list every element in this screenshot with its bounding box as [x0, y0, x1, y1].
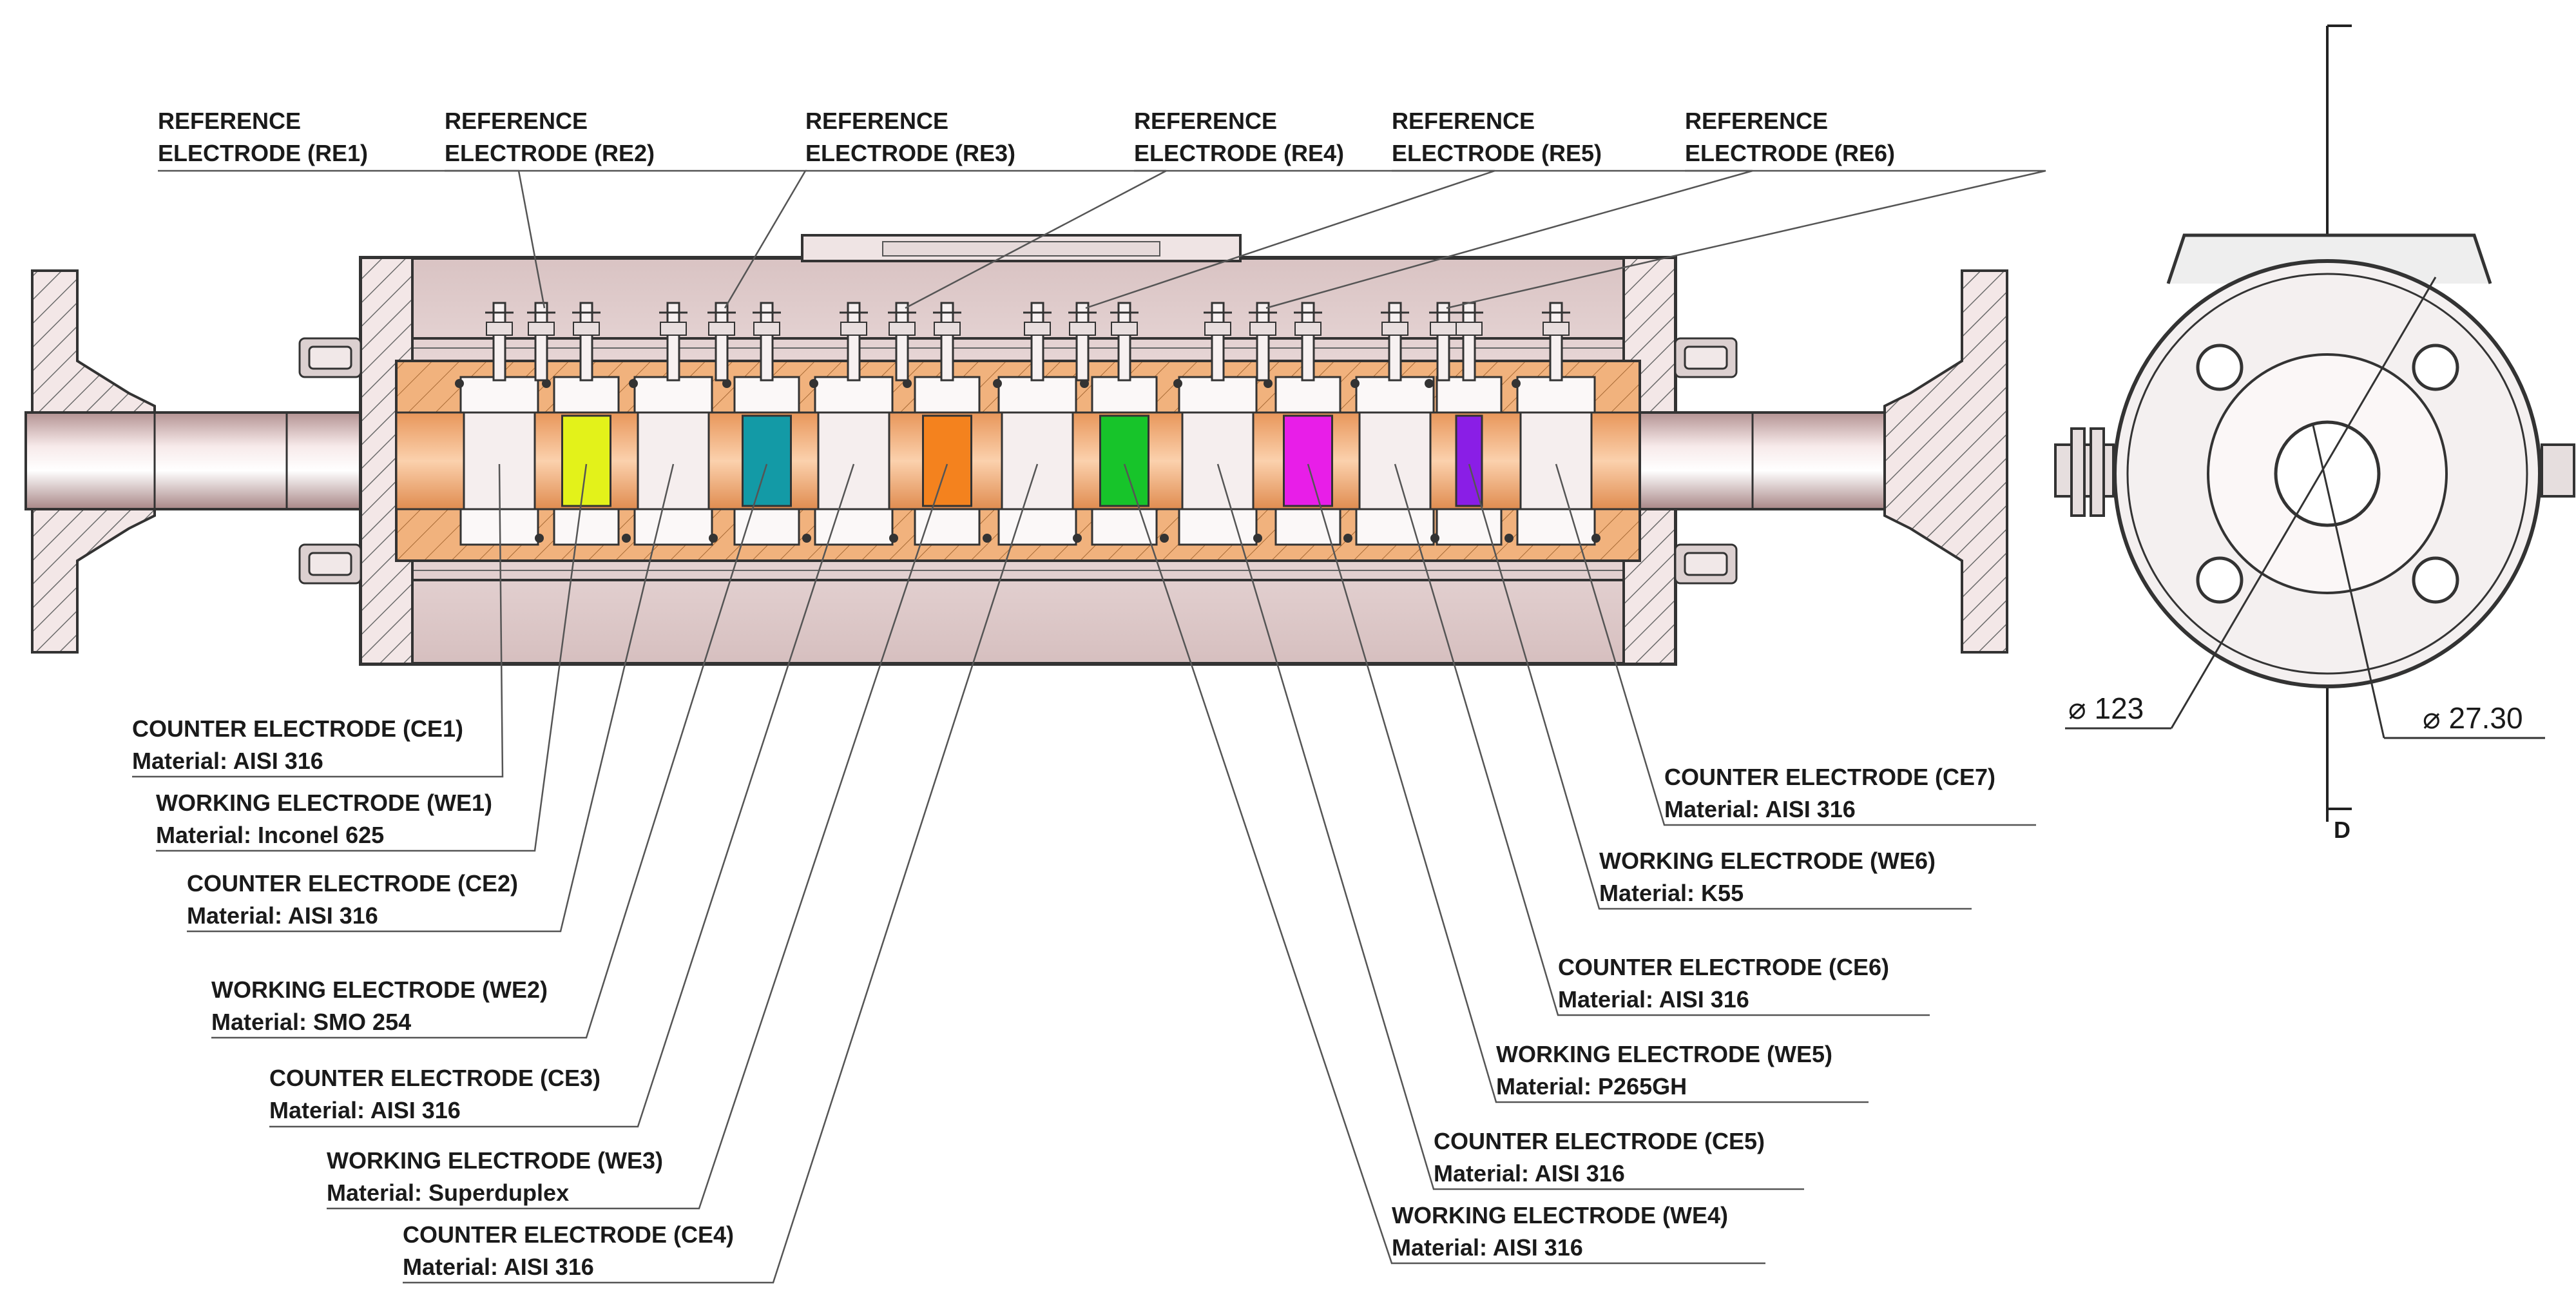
right-electrode-labels: COUNTER ELECTRODE (CE7) Material: AISI 3… — [1392, 764, 1995, 1261]
ce7-name: COUNTER ELECTRODE (CE7) — [1664, 764, 1995, 790]
probe-connector — [1381, 302, 1409, 382]
working-electrode-ring — [561, 414, 611, 507]
counter-electrode-ring — [637, 411, 710, 510]
ce1-material: Material: AISI 316 — [132, 748, 323, 774]
we6-name: WORKING ELECTRODE (WE6) — [1599, 848, 1936, 874]
reference-probes — [485, 302, 1570, 382]
ce5-material: Material: AISI 316 — [1434, 1160, 1625, 1187]
working-electrode-ring — [922, 414, 972, 507]
re3-label-line2: ELECTRODE (RE3) — [805, 140, 1015, 166]
probe-connector — [1249, 302, 1277, 382]
bolt-holes — [2196, 344, 2459, 604]
electrode-rings — [455, 376, 1600, 546]
probe-connector — [888, 302, 916, 382]
we4-name: WORKING ELECTRODE (WE4) — [1392, 1202, 1728, 1228]
counter-electrode-ring — [1358, 411, 1432, 510]
pipe-section-view — [24, 234, 2008, 666]
probe-connector — [572, 302, 601, 382]
probe-connector — [1542, 302, 1570, 382]
we5-name: WORKING ELECTRODE (WE5) — [1496, 1041, 1832, 1067]
clamp-ears — [2054, 427, 2575, 517]
probe-connector — [1110, 302, 1139, 382]
probe-connector — [527, 302, 555, 382]
probe-connector — [707, 302, 736, 382]
re6-label-line1: REFERENCE — [1685, 108, 1828, 134]
counter-electrode-ring — [1519, 411, 1593, 510]
probe-connector — [659, 302, 687, 382]
probe-connector — [485, 302, 514, 382]
counter-electrode-ring — [1181, 411, 1254, 510]
we2-name: WORKING ELECTRODE (WE2) — [211, 976, 548, 1003]
re2-label-line1: REFERENCE — [445, 108, 588, 134]
outer-diameter-label: ⌀ 123 — [2068, 692, 2144, 725]
left-pipe — [24, 411, 394, 510]
re2-label-line2: ELECTRODE (RE2) — [445, 140, 655, 166]
we4-material: Material: AISI 316 — [1392, 1234, 1583, 1261]
probe-connector — [1204, 302, 1232, 382]
probe-connector — [1023, 302, 1052, 382]
section-mark-label: D — [2334, 817, 2350, 843]
we1-material: Material: Inconel 625 — [156, 822, 384, 848]
we1-name: WORKING ELECTRODE (WE1) — [156, 790, 492, 816]
right-bolts — [1674, 337, 1738, 585]
re3-label-line1: REFERENCE — [805, 108, 948, 134]
re6-label-line2: ELECTRODE (RE6) — [1685, 140, 1895, 166]
probe-connector — [1294, 302, 1322, 382]
ce6-material: Material: AISI 316 — [1558, 986, 1749, 1013]
left-bolts — [298, 337, 362, 585]
ce2-name: COUNTER ELECTRODE (CE2) — [187, 870, 518, 897]
counter-electrode-ring — [1001, 411, 1074, 510]
re4-label-line1: REFERENCE — [1134, 108, 1277, 134]
probe-connector — [840, 302, 868, 382]
we2-material: Material: SMO 254 — [211, 1009, 411, 1035]
working-electrode-ring — [742, 414, 792, 507]
inner-diameter-label: ⌀ 27.30 — [2423, 701, 2523, 735]
re5-label-line1: REFERENCE — [1392, 108, 1535, 134]
working-electrode-ring — [1099, 414, 1149, 507]
probe-connector — [933, 302, 961, 382]
bore-circle — [2274, 420, 2381, 527]
re1-label-line1: REFERENCE — [158, 108, 301, 134]
probe-connector — [1455, 302, 1483, 382]
ce1-name: COUNTER ELECTRODE (CE1) — [132, 715, 463, 742]
counter-electrode-ring — [817, 411, 890, 510]
ce6-name: COUNTER ELECTRODE (CE6) — [1558, 954, 1889, 980]
pipe-end-view: ⌀ 123 ⌀ 27.30 D — [2054, 24, 2575, 843]
working-electrode-ring — [1283, 414, 1333, 507]
we6-material: Material: K55 — [1599, 880, 1744, 906]
probe-connector — [1429, 302, 1457, 382]
reference-labels: REFERENCE ELECTRODE (RE1) REFERENCE ELEC… — [158, 108, 1895, 166]
we3-material: Material: Superduplex — [327, 1179, 569, 1206]
probe-connector — [1068, 302, 1097, 382]
ce5-name: COUNTER ELECTRODE (CE5) — [1434, 1128, 1765, 1154]
re4-label-line2: ELECTRODE (RE4) — [1134, 140, 1344, 166]
leader-lines — [132, 170, 2046, 1284]
ce3-name: COUNTER ELECTRODE (CE3) — [269, 1065, 601, 1091]
left-electrode-labels: COUNTER ELECTRODE (CE1) Material: AISI 3… — [132, 715, 734, 1280]
re1-label-line2: ELECTRODE (RE1) — [158, 140, 368, 166]
we3-name: WORKING ELECTRODE (WE3) — [327, 1147, 663, 1174]
ce2-material: Material: AISI 316 — [187, 902, 378, 929]
ce4-name: COUNTER ELECTRODE (CE4) — [403, 1221, 734, 1248]
ce7-material: Material: AISI 316 — [1664, 796, 1856, 822]
re5-label-line2: ELECTRODE (RE5) — [1392, 140, 1602, 166]
ce4-material: Material: AISI 316 — [403, 1254, 594, 1280]
ce3-material: Material: AISI 316 — [269, 1097, 461, 1123]
right-flange — [1883, 269, 2008, 654]
probe-connector — [753, 302, 781, 382]
we5-material: Material: P265GH — [1496, 1073, 1687, 1100]
